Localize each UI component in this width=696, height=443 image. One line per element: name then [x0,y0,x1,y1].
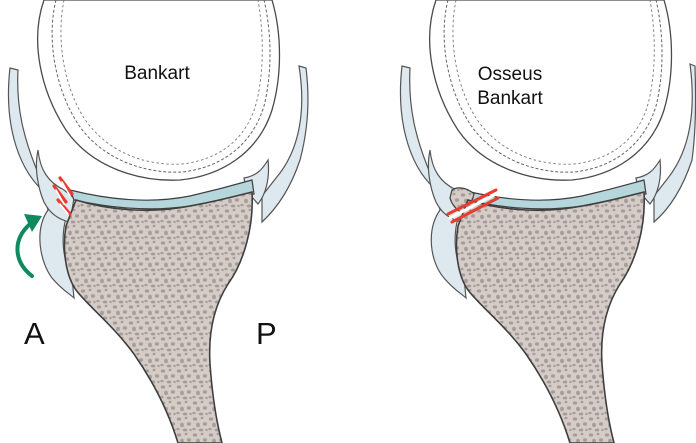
posterior-label: P [256,318,277,350]
title-line: Bankart [102,62,212,86]
scapula-bone [456,192,644,443]
panel-title: Osseus Bankart [455,63,565,111]
panel-title: Bankart [102,62,212,86]
title-line: Bankart [455,87,565,111]
scapula-bone [64,192,252,443]
osseous-bankart-panel: Osseus Bankart [348,0,696,443]
title-line: Osseus [455,63,565,87]
bankart-panel: Bankart A P [0,0,348,443]
anterior-label: A [24,318,45,350]
rotation-arrow [17,224,32,276]
humeral-head [38,0,280,180]
